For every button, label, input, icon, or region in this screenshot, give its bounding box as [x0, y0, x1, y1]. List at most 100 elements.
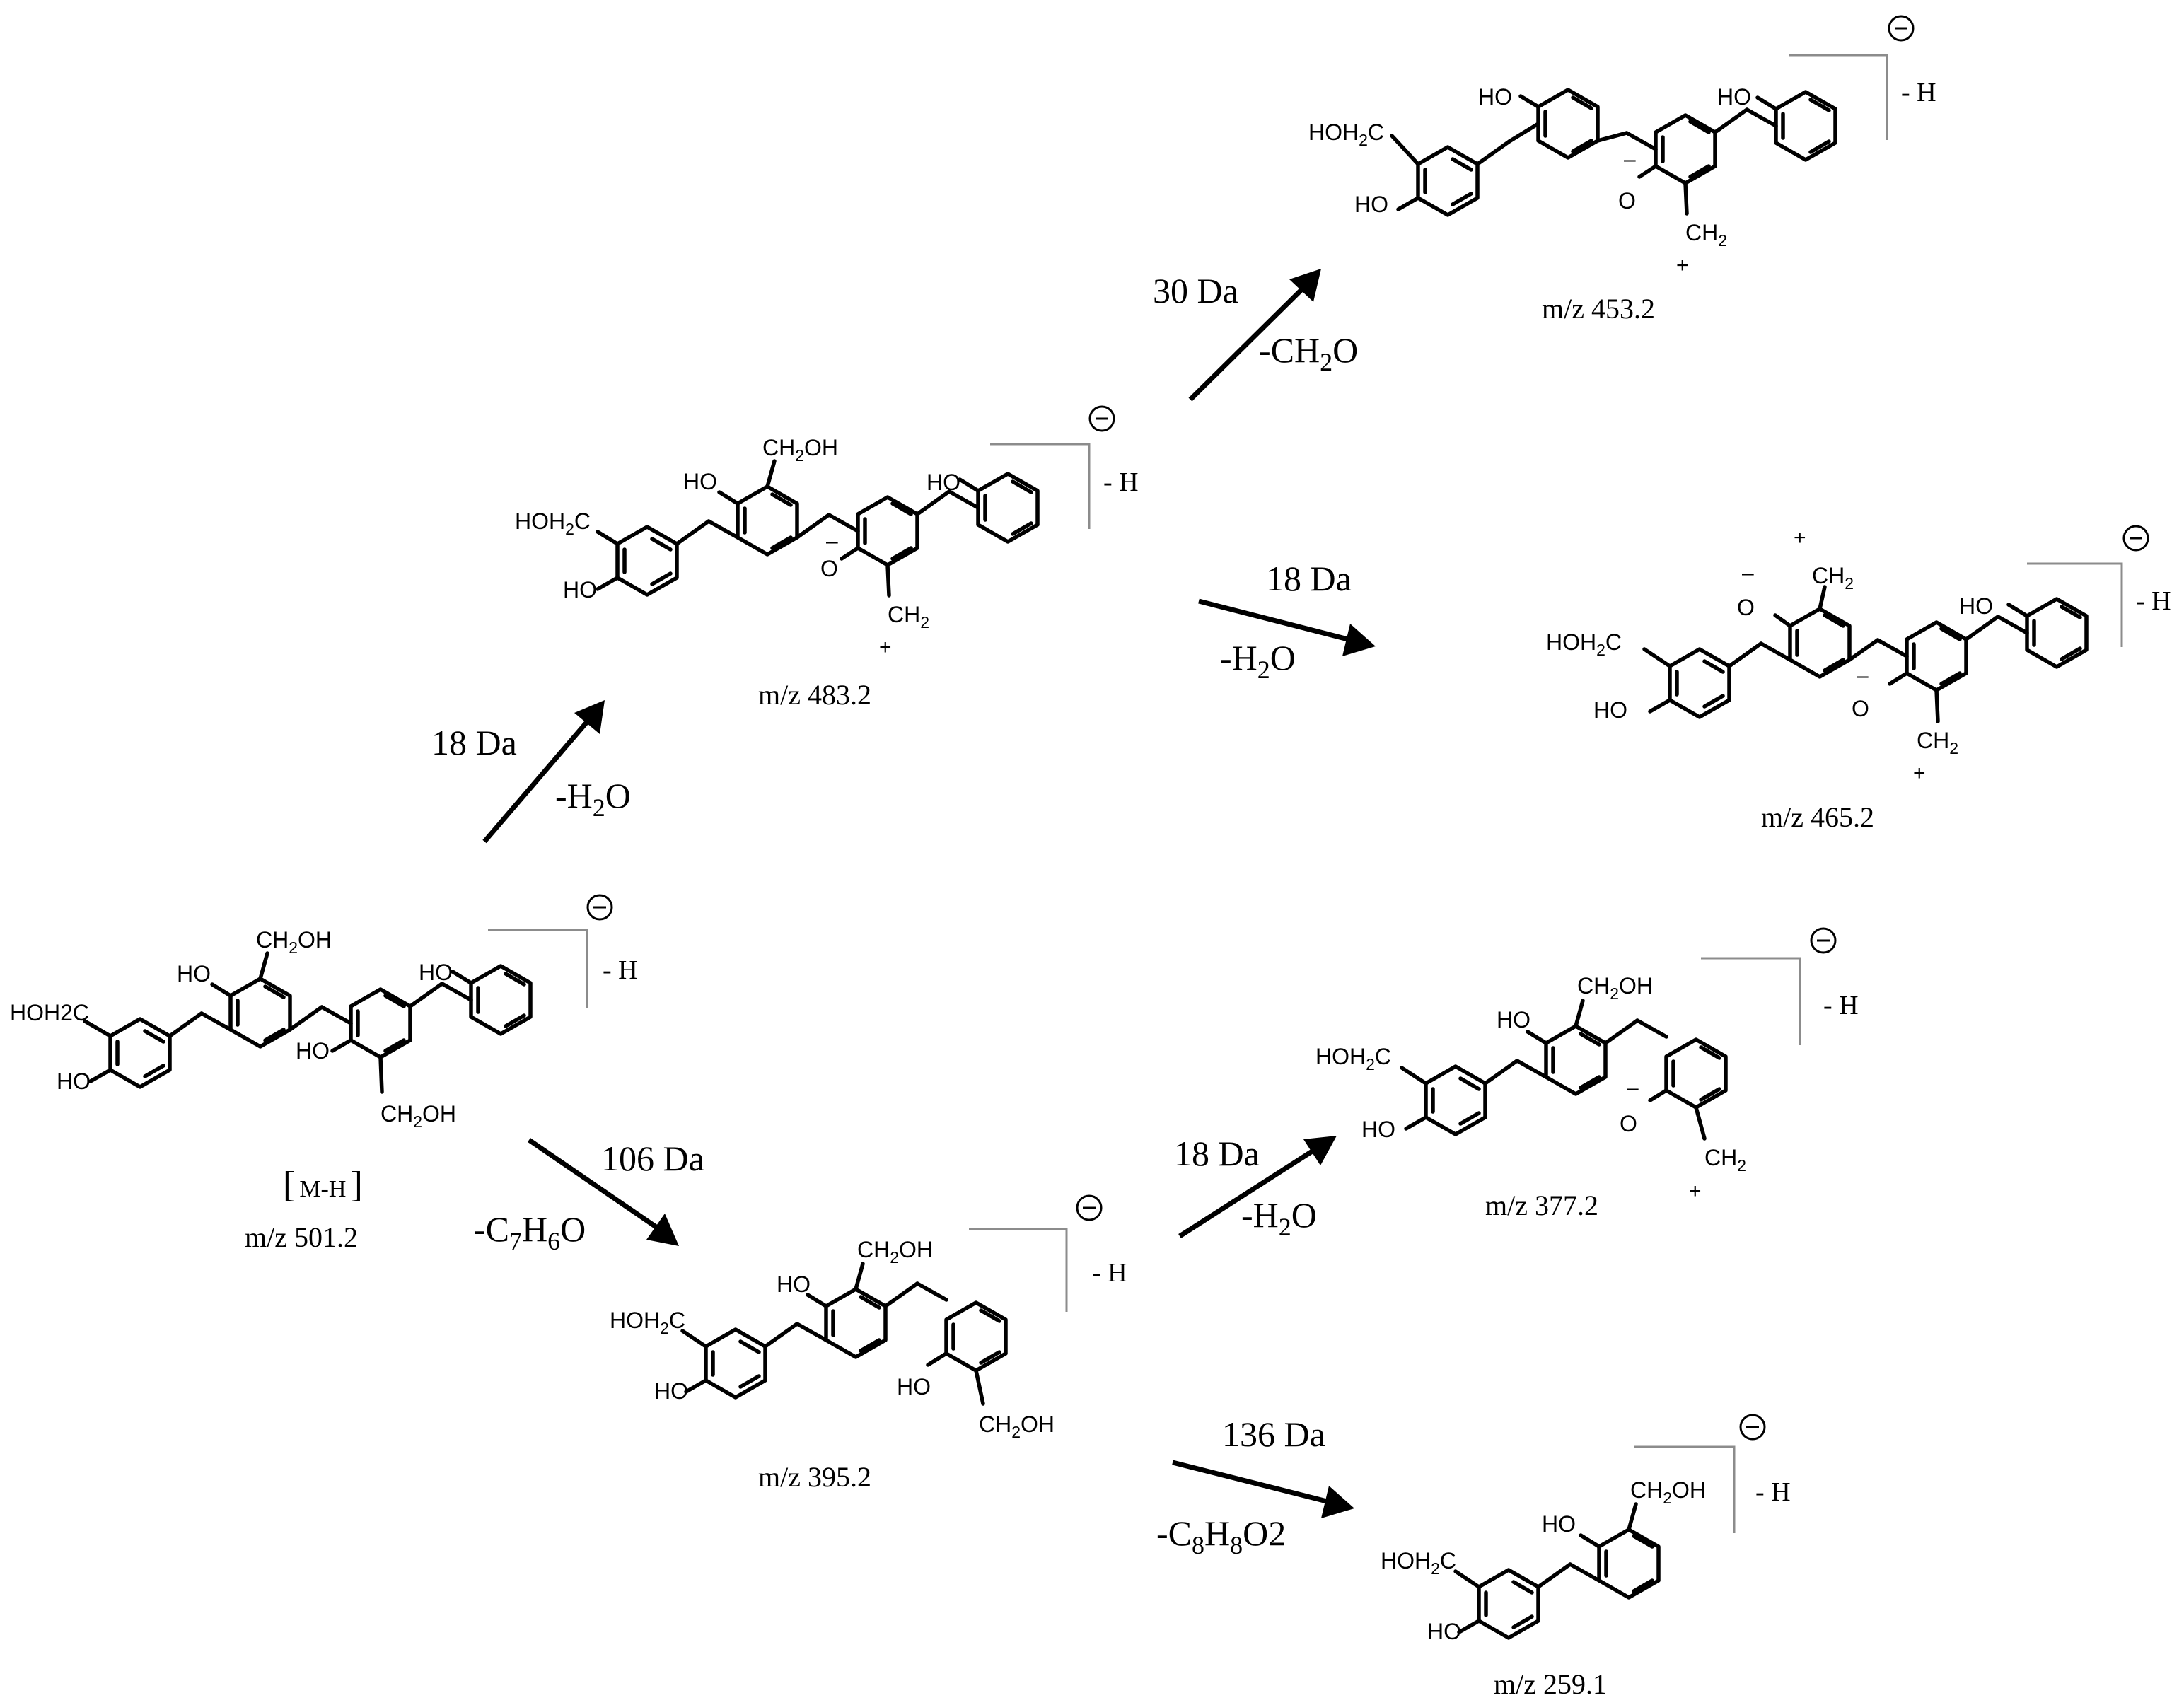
parent-ion-label: [M-H]: [283, 1165, 363, 1205]
svg-text:- H: - H: [1092, 1258, 1127, 1288]
svg-text:+: +: [879, 636, 892, 659]
svg-text:-H2O: -H2O: [1241, 1195, 1317, 1241]
svg-text:106 Da: 106 Da: [601, 1139, 704, 1178]
svg-text:HO: HO: [1593, 697, 1627, 723]
mz-label: m/z 501.2: [245, 1221, 358, 1253]
svg-text:CH2OH: CH2OH: [979, 1412, 1055, 1441]
svg-text:+: +: [1794, 526, 1806, 549]
ho-label: HO: [419, 960, 453, 985]
svg-text:–: –: [1624, 148, 1636, 171]
negative-charge-icon: [1739, 1414, 1766, 1441]
svg-text:HO: HO: [897, 1374, 931, 1400]
svg-text:-H2O: -H2O: [555, 776, 631, 822]
svg-text:HOH2C: HOH2C: [1308, 120, 1384, 149]
structure-parent: HOH2C HO HO CH2OH HO CH2OH HO - H [M-H] …: [10, 894, 638, 1253]
svg-text:HOH2C: HOH2C: [610, 1308, 685, 1337]
negative-charge-icon: [1088, 405, 1115, 432]
svg-text:-H2O: -H2O: [1220, 638, 1296, 684]
minus-h-label: - H: [603, 955, 638, 985]
svg-text:HO: HO: [1497, 1007, 1530, 1032]
svg-text:HO: HO: [777, 1272, 811, 1297]
svg-text:CH2: CH2: [1812, 563, 1854, 593]
svg-text:HOH2C: HOH2C: [515, 508, 591, 538]
svg-text:CH2OH: CH2OH: [1630, 1477, 1706, 1507]
svg-text:HOH2C: HOH2C: [1381, 1548, 1456, 1578]
ho-label: HO: [57, 1069, 91, 1094]
svg-text:CH2: CH2: [888, 602, 929, 632]
svg-text:O: O: [1852, 696, 1869, 721]
mz-label: m/z 483.2: [758, 679, 871, 711]
svg-text:O: O: [1618, 188, 1636, 214]
mz-label: m/z 453.2: [1542, 293, 1655, 325]
svg-text:-C7H6O: -C7H6O: [474, 1209, 586, 1255]
svg-text:HO: HO: [1354, 192, 1388, 217]
svg-text:–: –: [826, 530, 838, 553]
svg-text:O: O: [1737, 595, 1755, 620]
negative-charge-icon: [1888, 15, 1915, 42]
svg-text:HO: HO: [1427, 1619, 1461, 1644]
svg-text:CH2: CH2: [1704, 1145, 1746, 1175]
mz-label: m/z 259.1: [1494, 1668, 1607, 1700]
mz-label: m/z 395.2: [758, 1461, 871, 1493]
svg-text:+: +: [1676, 254, 1689, 277]
svg-text:18 Da: 18 Da: [431, 723, 517, 762]
transition-parent-483: 18 Da -H2O: [431, 700, 631, 844]
svg-text:HOH2C: HOH2C: [1315, 1044, 1391, 1073]
parent-bonds: [83, 951, 533, 1094]
transition-395-377: 18 Da -H2O: [1174, 1134, 1337, 1241]
svg-text:HO: HO: [683, 469, 717, 494]
svg-text:- H: - H: [1755, 1477, 1791, 1507]
svg-text:HO: HO: [927, 470, 960, 495]
ho-label: HO: [296, 1038, 330, 1064]
negative-charge-icon: [586, 894, 613, 921]
svg-text:HO: HO: [563, 577, 597, 603]
ho-label: HO: [177, 961, 211, 987]
svg-text:–: –: [1627, 1076, 1639, 1100]
hoh2c-label: HOH2C: [10, 1000, 89, 1025]
structure-frag-377: HOH2C HO HO CH2OH – O CH2 + - H m/z 377.…: [1315, 927, 1859, 1221]
svg-text:+: +: [1689, 1180, 1702, 1203]
svg-text:30 Da: 30 Da: [1153, 271, 1238, 310]
svg-text:CH2OH: CH2OH: [857, 1237, 933, 1267]
svg-text:HOH2C: HOH2C: [1546, 629, 1622, 659]
svg-text:-C8H8O2: -C8H8O2: [1156, 1513, 1286, 1559]
svg-text:HO: HO: [1542, 1511, 1576, 1537]
svg-text:HO: HO: [1478, 84, 1512, 110]
svg-text:–: –: [1857, 664, 1869, 687]
svg-text:–: –: [1742, 561, 1754, 585]
structure-frag-395: HOH2C HO HO CH2OH HO CH2OH - H m/z 395.2: [610, 1194, 1127, 1493]
svg-text:+: +: [1913, 762, 1926, 785]
transition-395-259: 136 Da -C8H8O2: [1156, 1414, 1354, 1559]
svg-text:CH2: CH2: [1917, 728, 1958, 757]
structure-frag-465: HOH2C HO – O + CH2 – O CH2 + HO - H m/z …: [1546, 525, 2171, 833]
svg-text:-CH2O: -CH2O: [1259, 330, 1358, 376]
mz-label: m/z 465.2: [1761, 801, 1874, 833]
transition-483-453: 30 Da -CH2O: [1153, 269, 1358, 402]
svg-text:CH2OH: CH2OH: [1577, 973, 1653, 1003]
svg-text:- H: - H: [1901, 78, 1936, 107]
ch2oh-label: CH2OH: [256, 927, 332, 957]
transition-parent-395: 106 Da -C7H6O: [474, 1138, 704, 1255]
mz-label: m/z 377.2: [1485, 1189, 1598, 1221]
structure-frag-483: HOH2C HO HO CH2OH – O CH2 + HO - H m/z 4…: [515, 405, 1139, 711]
transition-483-465: 18 Da -H2O: [1198, 559, 1376, 684]
svg-text:- H: - H: [2136, 586, 2171, 616]
svg-text:18 Da: 18 Da: [1266, 559, 1352, 598]
structure-frag-259: HOH2C HO HO CH2OH - H m/z 259.1: [1381, 1414, 1791, 1700]
svg-text:18 Da: 18 Da: [1174, 1134, 1260, 1173]
bracket: [488, 929, 588, 1008]
svg-text:O: O: [1620, 1111, 1637, 1136]
ch2oh-label: CH2OH: [381, 1101, 456, 1131]
svg-text:CH2OH: CH2OH: [762, 435, 838, 465]
svg-text:136 Da: 136 Da: [1222, 1414, 1325, 1454]
svg-text:CH2: CH2: [1685, 220, 1727, 250]
svg-text:HO: HO: [1717, 84, 1751, 110]
structure-frag-453: HOH2C HO HO – O CH2 + HO - H m/z 453.2: [1308, 15, 1936, 325]
svg-text:- H: - H: [1103, 467, 1139, 497]
negative-charge-icon: [1810, 927, 1837, 954]
svg-text:HO: HO: [1959, 593, 1993, 619]
svg-text:HO: HO: [1361, 1117, 1395, 1142]
svg-text:- H: - H: [1823, 991, 1859, 1020]
svg-text:HO: HO: [654, 1378, 688, 1404]
